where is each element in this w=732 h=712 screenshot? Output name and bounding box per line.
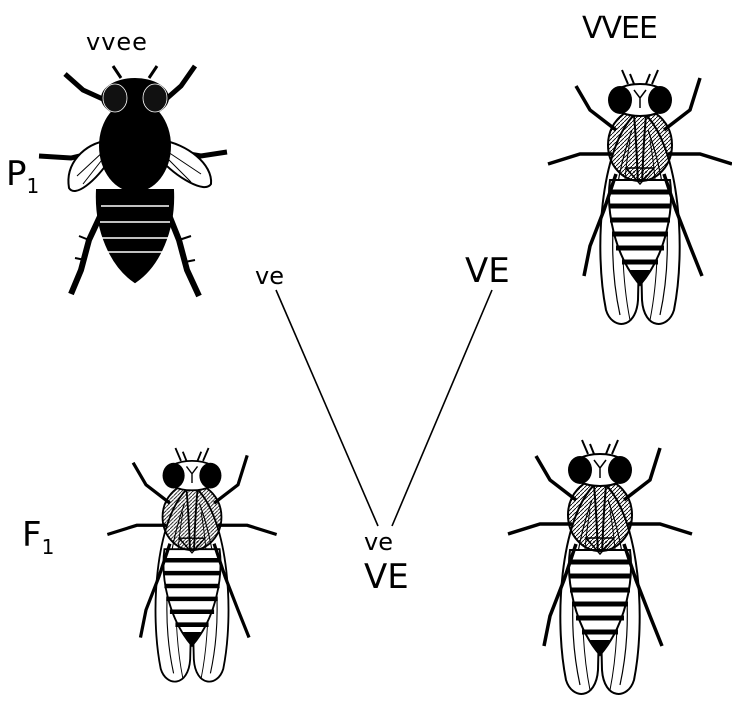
fly-f1-left-wild-type	[107, 448, 276, 682]
cross-line-right	[392, 290, 492, 526]
fly-VVEE-wild-type	[548, 70, 732, 324]
fly-f1-right-wild-type	[508, 440, 692, 694]
fly-vvee-dark-vestigial	[39, 66, 227, 296]
cross-line-left	[276, 290, 378, 526]
